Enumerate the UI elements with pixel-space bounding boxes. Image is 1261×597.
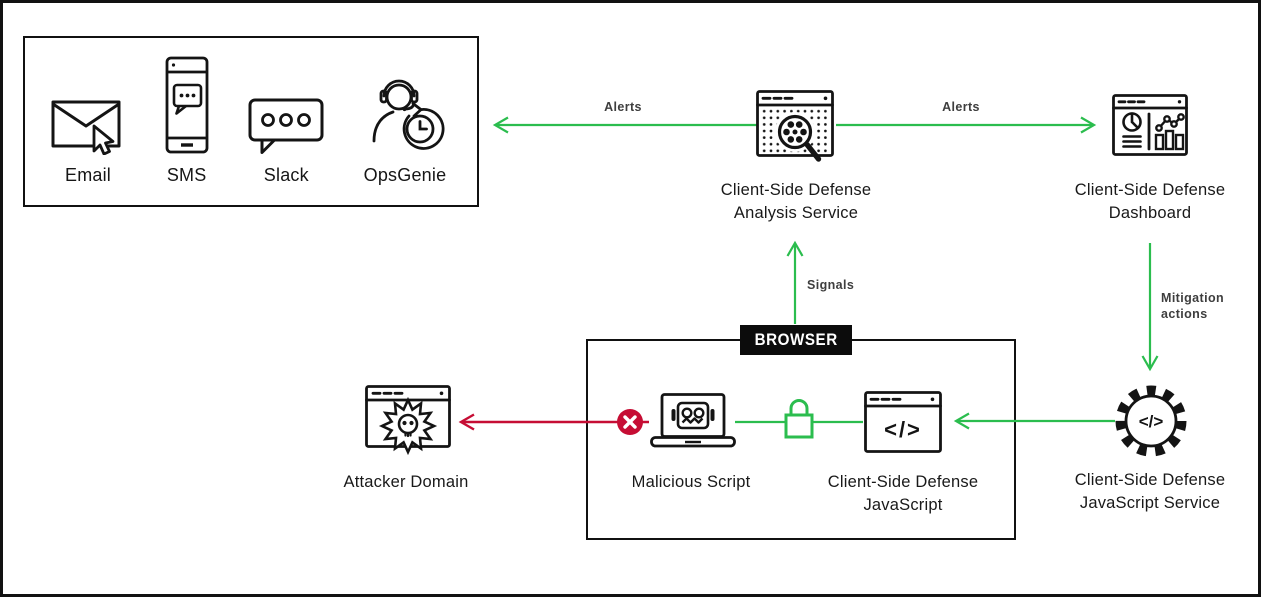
alerts-left-label: Alerts [604,100,642,114]
lock-icon [780,395,818,441]
malicious-script-label: Malicious Script [631,473,751,491]
browser-band-label: BROWSER [754,330,838,349]
browser-band: BROWSER [740,325,852,355]
js-service-label: Client-Side Defense JavaScript Service [1074,471,1226,512]
sms-icon [165,56,209,154]
csd-javascript-label: Client-Side Defense JavaScript [827,473,979,514]
dashboard-icon [1111,93,1189,157]
channel-slack: Slack [247,58,325,205]
alerts-right-label: Alerts [942,100,980,114]
email-icon [51,100,121,155]
analysis-service-label: Client-Side Defense Analysis Service [720,181,872,222]
code-glyph: </> [1139,412,1164,431]
channel-label: Slack [263,165,309,185]
alert-channels-box: Email SMS [23,36,479,207]
opsgenie-icon [372,79,445,150]
attacker-domain-icon [364,384,452,460]
channel-email: Email [50,58,126,205]
dashboard-label: Client-Side Defense Dashboard [1074,181,1226,222]
channel-label: OpsGenie [363,165,447,185]
analysis-service-icon [755,89,835,177]
code-glyph: </> [884,417,922,442]
signals-label: Signals [807,278,855,292]
malicious-script-icon [649,392,737,450]
channel-opsgenie: OpsGenie [363,58,447,205]
js-service-gear-icon: </> [1113,383,1189,459]
attacker-domain-label: Attacker Domain [343,473,469,491]
channel-label: SMS [166,165,207,185]
slack-icon [248,98,324,154]
channel-label: Email [64,165,111,185]
csd-javascript-icon: </> [863,390,943,454]
channel-sms: SMS [164,56,210,205]
mitigation-label: Mitigation actions [1161,291,1225,321]
